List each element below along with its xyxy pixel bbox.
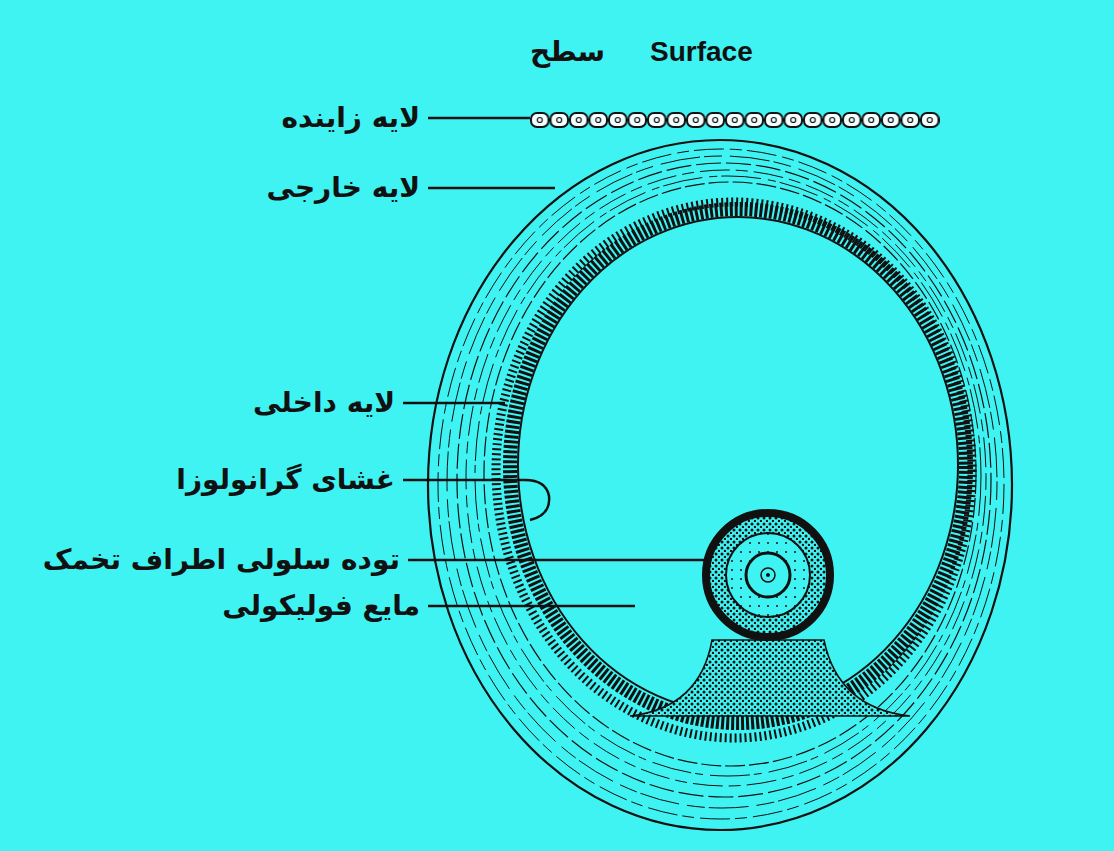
nucleus: [761, 568, 775, 582]
part-label: لایه داخلی: [253, 385, 395, 421]
leader-lines: [403, 118, 708, 606]
antrum: [518, 217, 958, 713]
granulosa-layer: [510, 209, 966, 723]
germinal-epithelium: [530, 110, 940, 130]
part-label: غشای گرانولوزا: [176, 462, 395, 498]
zona: [746, 553, 790, 597]
heading-label: Surface: [650, 34, 753, 70]
theca-externa: [428, 140, 1012, 830]
oocyte: [726, 533, 810, 617]
part-label: مایع فولیکولی: [222, 588, 420, 624]
corona-radiata: [706, 513, 830, 637]
part-label: لایه زاینده: [282, 100, 420, 136]
cumulus-mound: [630, 640, 910, 716]
heading-label: سطح: [530, 34, 605, 70]
part-label: لایه خارجی: [267, 170, 420, 206]
theca-interna: [496, 202, 972, 738]
nucleolus: [766, 573, 770, 577]
part-label: توده سلولی اطراف تخمک: [43, 542, 400, 578]
